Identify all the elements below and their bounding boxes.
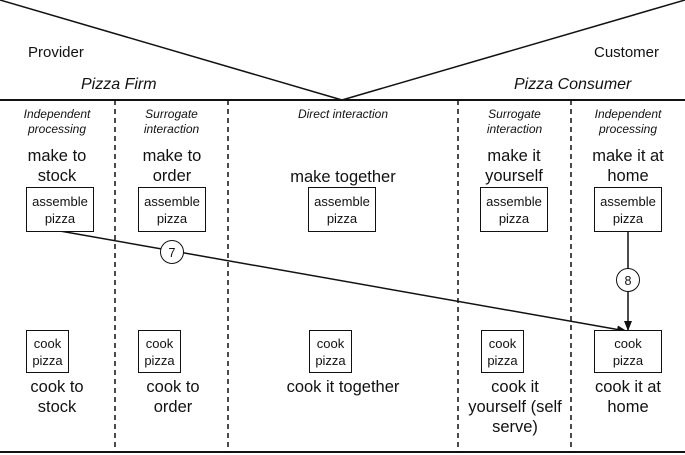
- column-head-2: Surrogate interaction: [143, 107, 200, 136]
- make-label-1: make to stock: [27, 147, 87, 185]
- pizza-consumer-label: Pizza Consumer: [514, 76, 632, 93]
- make-label-5: make it at home: [592, 147, 664, 185]
- column-head-5: Independent processing: [594, 107, 662, 136]
- column-head-4: Surrogate interaction: [486, 107, 543, 136]
- cook-pizza-box-2: cook pizza: [138, 330, 181, 373]
- arrow-7-line: [59, 230, 627, 334]
- column-separators: [114, 100, 572, 452]
- assemble-pizza-box-5: assemble pizza: [594, 187, 662, 232]
- customer-label: Customer: [594, 44, 660, 61]
- make-label-2: make to order: [142, 147, 202, 185]
- pizza-firm-label: Pizza Firm: [81, 76, 157, 93]
- cook-label-1: cook to stock: [30, 378, 84, 416]
- cook-pizza-box-1: cook pizza: [26, 330, 69, 373]
- cook-label-5: cook it at home: [594, 378, 662, 416]
- cook-label-2: cook to order: [146, 378, 200, 416]
- assemble-pizza-box-4: assemble pizza: [480, 187, 548, 232]
- column-head-1: Independent processing: [23, 107, 91, 136]
- assemble-pizza-box-3: assemble pizza: [308, 187, 376, 232]
- cook-label-3: cook it together: [286, 378, 400, 396]
- cook-label-4: cook it yourself (self serve): [468, 378, 562, 436]
- cook-pizza-box-3: cook pizza: [309, 330, 352, 373]
- cook-pizza-box-5: cook pizza: [594, 330, 662, 373]
- assemble-pizza-box-1: assemble pizza: [26, 187, 94, 232]
- arrow-7-label: 7: [160, 240, 184, 264]
- arrow-8-label: 8: [616, 268, 640, 292]
- cook-pizza-box-4: cook pizza: [481, 330, 524, 373]
- make-label-4: make it yourself: [485, 147, 543, 185]
- column-head-3: Direct interaction: [297, 107, 389, 121]
- provider-label: Provider: [28, 44, 84, 61]
- customer-diagonal: [341, 0, 685, 101]
- assemble-pizza-box-2: assemble pizza: [138, 187, 206, 232]
- make-label-3: make together: [290, 168, 396, 186]
- provider-diagonal: [0, 0, 343, 101]
